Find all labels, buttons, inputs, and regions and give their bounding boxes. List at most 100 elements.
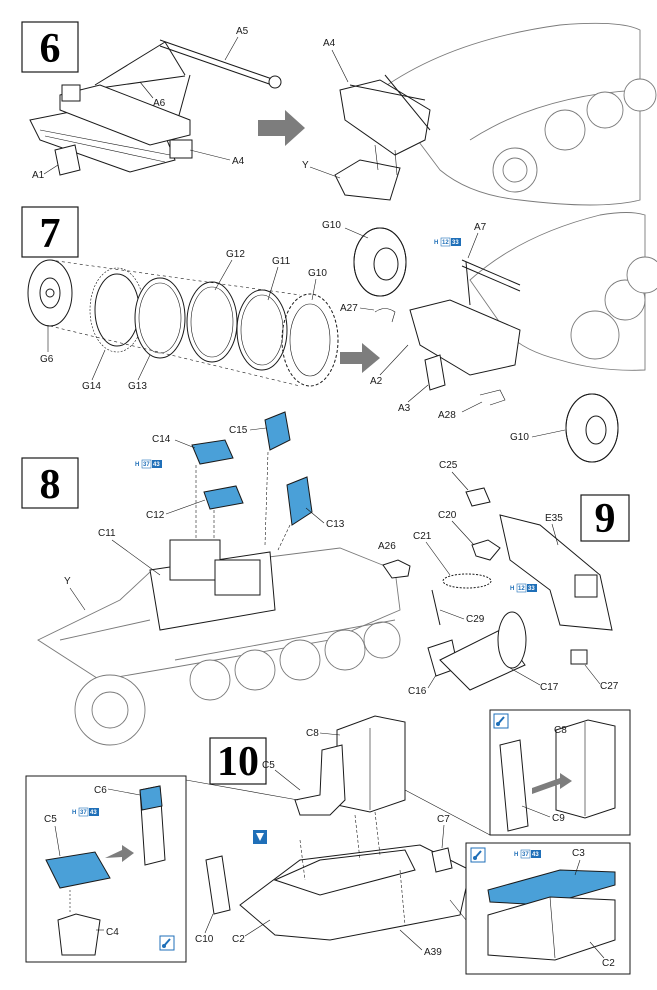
label-C16: C16 [408, 686, 427, 697]
paint-ref-number: 12 [442, 240, 449, 246]
glue-drop-icon [253, 830, 267, 844]
paint-ref-step7: H 12 33 [434, 237, 461, 247]
detail-inset-tool-box: H 37 43 C3 C2 [449, 842, 631, 975]
label-G10-wheel-top: G10 [322, 220, 341, 231]
paint-ref-number: 37 [143, 462, 150, 468]
paint-ref-code: H [514, 852, 518, 858]
label-C11: C11 [98, 528, 116, 539]
seat-back-C13 [286, 476, 313, 526]
label-C21: C21 [413, 531, 432, 542]
label-Y-step8: Y [64, 576, 71, 587]
label-A4-right: A4 [323, 38, 336, 49]
label-C5: C5 [262, 760, 275, 771]
label-A28: A28 [438, 410, 456, 421]
step-9-dashboard-parts [427, 487, 613, 691]
label-C15: C15 [229, 425, 248, 436]
step-10-number: 10 [217, 739, 259, 785]
label-G6: G6 [40, 354, 54, 365]
step-8-vehicle-hull [37, 539, 401, 746]
label-G11: G11 [272, 256, 291, 267]
paint-ref-alt: 43 [153, 462, 160, 468]
next-step-arrow-icon [258, 110, 305, 146]
step-10-main-assembly [205, 715, 471, 941]
paint-ref-step9: H 12 33 [510, 583, 537, 593]
paint-brush-icon [470, 847, 486, 863]
paint-ref-alt: 43 [90, 810, 97, 816]
label-C29: C29 [466, 614, 485, 625]
paint-ref-number: 37 [522, 852, 529, 858]
seat-pad-C6 [139, 785, 163, 811]
paint-brush-icon [159, 935, 175, 951]
label-A27: A27 [340, 303, 358, 314]
label-Y-step6: Y [302, 160, 309, 171]
step-8: 8 H 37 43 [21, 411, 411, 746]
label-C8: C8 [306, 728, 319, 739]
label-C2-inset: C2 [602, 958, 615, 969]
step-7-wheel-parts [27, 259, 339, 387]
label-C27: C27 [600, 681, 619, 692]
label-A26: A26 [378, 541, 396, 552]
step-10-number-box [209, 737, 267, 785]
label-G10-wheel-bottom: G10 [510, 432, 529, 443]
detail-inset-seat: H 37 43 C6 C5 C4 [25, 775, 299, 963]
label-C9: C9 [552, 813, 565, 824]
step-8-number-box [21, 457, 79, 509]
step-9-number-box [580, 494, 630, 542]
paint-ref-code: H [510, 586, 514, 592]
label-C13: C13 [326, 519, 345, 530]
step-6: 6 A5 A6 A1 A4 [21, 21, 657, 206]
label-C5-inset: C5 [44, 814, 57, 825]
label-C25: C25 [439, 460, 458, 471]
label-C8-inset: C8 [554, 725, 567, 736]
paint-ref-code: H [434, 240, 438, 246]
paint-ref-code: H [135, 462, 139, 468]
paint-ref-number: 37 [80, 810, 87, 816]
label-C3: C3 [572, 848, 585, 859]
label-G13: G13 [128, 381, 147, 392]
label-C7: C7 [437, 814, 450, 825]
label-C14: C14 [152, 434, 171, 445]
paint-ref-step8: H 37 43 [135, 459, 162, 469]
seat-back-C15 [264, 411, 291, 451]
label-C17: C17 [540, 682, 559, 693]
seat-cushion-C5 [45, 851, 111, 889]
paint-ref-number: 12 [518, 586, 525, 592]
label-G14: G14 [82, 381, 101, 392]
label-E35: E35 [545, 513, 563, 524]
label-A5: A5 [236, 26, 249, 37]
label-C2: C2 [232, 934, 245, 945]
detail-inset-cabinet: C8 C9 [404, 709, 631, 836]
step-9-number: 9 [595, 496, 616, 542]
paint-ref-alt: 33 [528, 586, 535, 592]
step-7: 7 G12 G11 G10 G6 G14 G13 [21, 206, 657, 463]
label-C4: C4 [106, 927, 119, 938]
paint-ref-alt: 33 [452, 240, 459, 246]
paint-brush-icon [493, 713, 509, 729]
label-A2: A2 [370, 376, 383, 387]
step-10: 10 [25, 709, 631, 975]
label-A4-left: A4 [232, 156, 245, 167]
toolbox-lid-C3 [487, 869, 616, 906]
label-C10: C10 [195, 934, 214, 945]
step-6-number-box [21, 21, 79, 73]
step-6-number: 6 [40, 26, 61, 72]
label-C12: C12 [146, 510, 165, 521]
step-6-front-axle-drawing [29, 39, 282, 176]
paint-ref-step10-inset: H 37 43 [72, 807, 99, 817]
label-G10-tire: G10 [308, 268, 327, 279]
step-7-number-box [21, 206, 79, 258]
paint-ref-alt: 43 [532, 852, 539, 858]
seat-cushion-C14 [191, 439, 234, 465]
label-A3: A3 [398, 403, 411, 414]
step-7-hull-view [353, 212, 657, 463]
step-9: 9 H 12 33 C25 E35 C20 C21 C29 [408, 460, 630, 697]
next-step-arrow-icon [340, 343, 380, 373]
paint-ref-step10-toolbox: H 37 43 [514, 849, 541, 859]
step-7-number: 7 [40, 211, 61, 257]
label-A1: A1 [32, 170, 45, 181]
label-A6: A6 [153, 98, 166, 109]
label-G12: G12 [226, 249, 245, 260]
label-A7: A7 [474, 222, 487, 233]
step-8-number: 8 [40, 462, 61, 508]
